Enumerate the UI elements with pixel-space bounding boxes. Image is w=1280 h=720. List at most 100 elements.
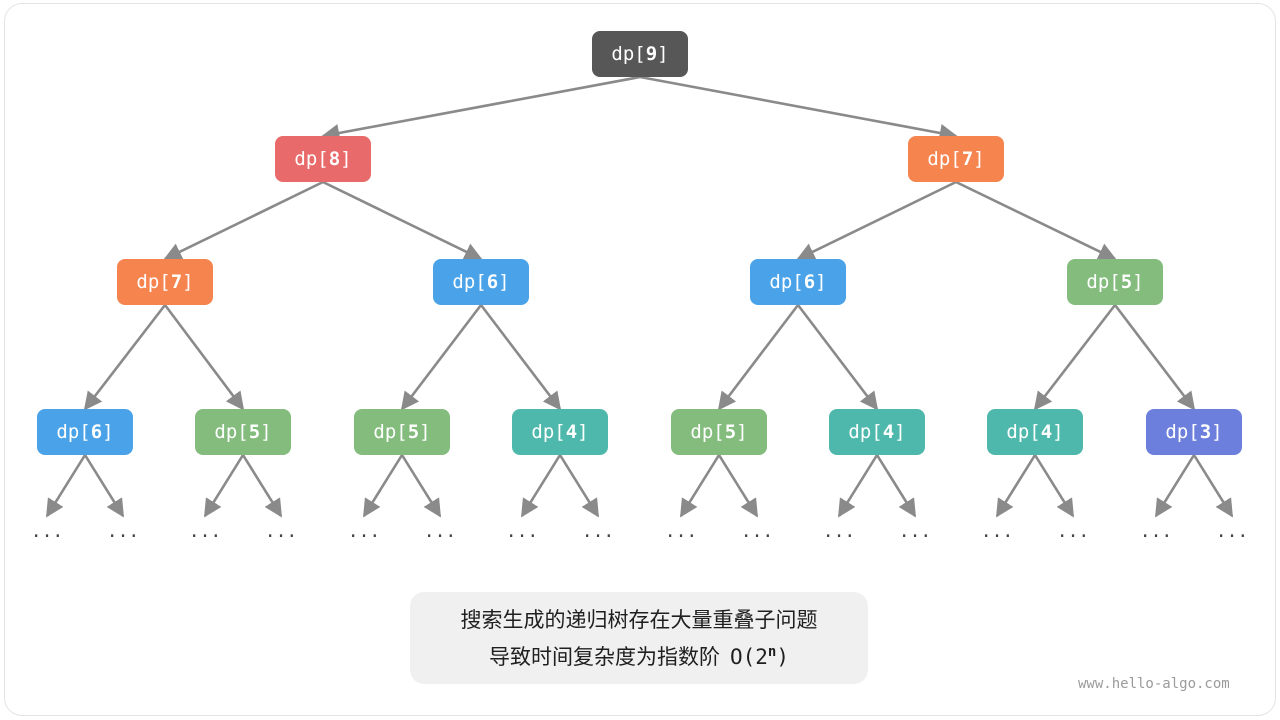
tree-edge (1033, 304, 1117, 411)
ellipsis-edge (558, 454, 600, 518)
node-suffix: ] (894, 421, 906, 443)
tree-node-dp-3: dp[3] (1146, 409, 1242, 455)
node-prefix: dp[ (848, 421, 883, 443)
node-index: 8 (328, 148, 341, 170)
node-suffix: ] (657, 43, 669, 65)
ellipsis-edge (995, 454, 1037, 518)
ellipsis-edge (83, 454, 125, 518)
node-index: 7 (961, 148, 974, 170)
node-prefix: dp[ (294, 148, 329, 170)
node-index: 5 (724, 421, 737, 443)
ellipsis-edge (203, 454, 245, 518)
tree-edge (400, 304, 483, 411)
ellipsis-edge (45, 454, 87, 518)
ellipsis-marker: ··· (30, 526, 64, 547)
ellipsis-marker: ··· (188, 526, 222, 547)
ellipsis-marker: ··· (581, 526, 615, 547)
node-index: 5 (407, 421, 420, 443)
ellipsis-edge (520, 454, 562, 518)
node-index: 7 (170, 271, 183, 293)
tree-edge (322, 180, 483, 261)
ellipsis-marker: ··· (423, 526, 457, 547)
ellipsis-marker: ··· (264, 526, 298, 547)
node-suffix: ] (182, 271, 194, 293)
node-suffix: ] (260, 421, 272, 443)
ellipsis-edge (1192, 454, 1234, 518)
ellipsis-marker: ··· (1139, 526, 1173, 547)
node-index: 3 (1199, 421, 1212, 443)
tree-node-dp-4: dp[4] (987, 409, 1083, 455)
tree-node-dp-5: dp[5] (1067, 259, 1163, 305)
ellipsis-edge (241, 454, 283, 518)
node-prefix: dp[ (452, 271, 487, 293)
tree-edge (955, 180, 1117, 261)
ellipsis-edge (362, 454, 404, 518)
tree-edge (321, 75, 641, 142)
tree-edge (796, 180, 957, 261)
node-prefix: dp[ (373, 421, 408, 443)
tree-node-dp-4: dp[4] (512, 409, 608, 455)
node-suffix: ] (340, 148, 352, 170)
node-prefix: dp[ (1006, 421, 1041, 443)
tree-node-dp-9: dp[9] (592, 31, 688, 77)
ellipsis-marker: ··· (505, 526, 539, 547)
caption-line-2: 导致时间复杂度为指数阶 O(2n) (489, 636, 789, 673)
tree-node-dp-5: dp[5] (671, 409, 767, 455)
complexity-formula: O(2n) (729, 643, 790, 669)
node-index: 6 (486, 271, 499, 293)
caption-line-1: 搜索生成的递归树存在大量重叠子问题 (460, 607, 818, 632)
complexity-base: O(2 (729, 644, 768, 669)
node-index: 4 (882, 421, 895, 443)
tree-edge (796, 304, 879, 411)
tree-node-dp-5: dp[5] (354, 409, 450, 455)
node-index: 9 (645, 43, 658, 65)
watermark: www.hello-algo.com (1078, 676, 1230, 692)
node-suffix: ] (736, 421, 748, 443)
node-suffix: ] (498, 271, 510, 293)
node-suffix: ] (1132, 271, 1144, 293)
node-suffix: ] (577, 421, 589, 443)
node-prefix: dp[ (690, 421, 725, 443)
ellipsis-edge (1033, 454, 1075, 518)
tree-edge (639, 75, 958, 142)
caption-line-2-text: 导致时间复杂度为指数阶 (488, 644, 720, 669)
ellipsis-edge (837, 454, 879, 518)
tree-edge (1113, 304, 1196, 411)
ellipsis-marker: ··· (1056, 526, 1090, 547)
ellipsis-edge (1154, 454, 1196, 518)
node-suffix: ] (973, 148, 985, 170)
caption-box: 搜索生成的递归树存在大量重叠子问题 导致时间复杂度为指数阶 O(2n) (410, 592, 868, 684)
node-suffix: ] (1052, 421, 1064, 443)
tree-edge (163, 180, 324, 261)
tree-node-dp-7: dp[7] (908, 136, 1004, 182)
tree-node-dp-7: dp[7] (117, 259, 213, 305)
node-prefix: dp[ (1086, 271, 1121, 293)
tree-node-dp-5: dp[5] (195, 409, 291, 455)
node-index: 4 (565, 421, 578, 443)
node-suffix: ] (1211, 421, 1223, 443)
ellipsis-edge (875, 454, 917, 518)
node-prefix: dp[ (56, 421, 91, 443)
node-prefix: dp[ (136, 271, 171, 293)
tree-edge (717, 304, 800, 411)
ellipsis-marker: ··· (898, 526, 932, 547)
complexity-exponent: n (767, 643, 777, 660)
node-prefix: dp[ (1165, 421, 1200, 443)
complexity-close: ) (776, 644, 790, 669)
node-suffix: ] (419, 421, 431, 443)
tree-node-dp-8: dp[8] (275, 136, 371, 182)
node-prefix: dp[ (611, 43, 646, 65)
node-prefix: dp[ (531, 421, 566, 443)
tree-node-dp-6: dp[6] (433, 259, 529, 305)
node-index: 6 (803, 271, 816, 293)
node-index: 6 (90, 421, 103, 443)
ellipsis-marker: ··· (106, 526, 140, 547)
tree-edge (479, 304, 562, 411)
node-suffix: ] (102, 421, 114, 443)
node-index: 5 (248, 421, 261, 443)
ellipsis-edge (400, 454, 442, 518)
node-prefix: dp[ (214, 421, 249, 443)
ellipsis-edge (679, 454, 721, 518)
node-index: 5 (1120, 271, 1133, 293)
